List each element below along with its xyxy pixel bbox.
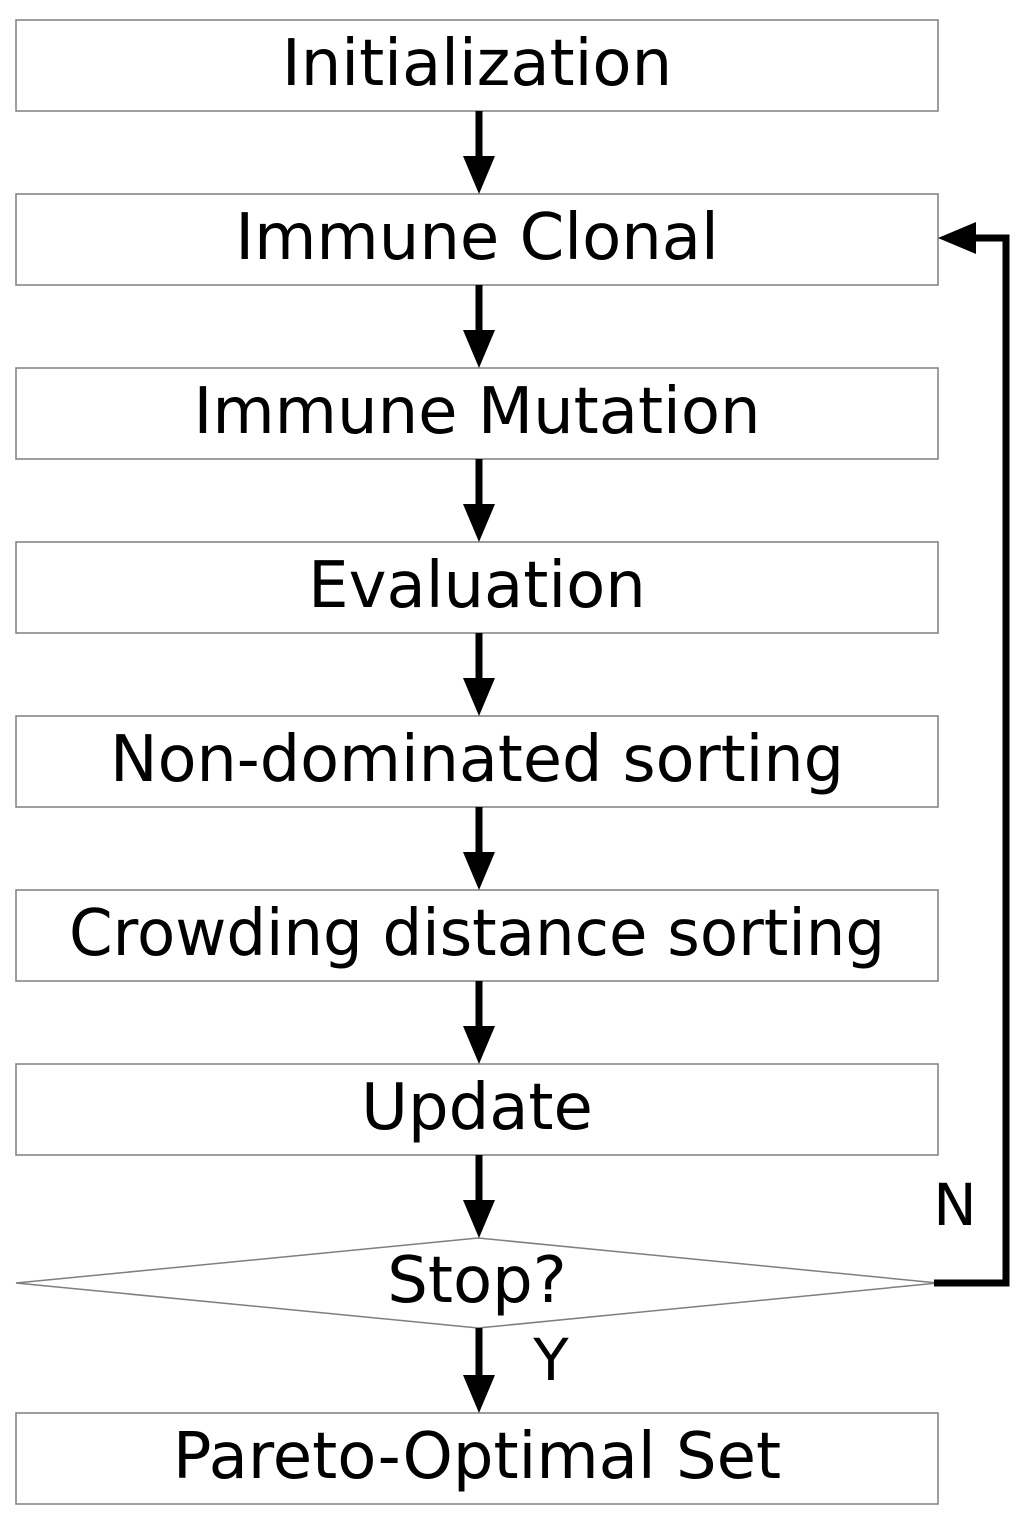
step-immune-mutation: Immune Mutation [15, 367, 939, 460]
arrow-down [463, 981, 495, 1064]
decision-stop: Stop? [15, 1237, 939, 1329]
step-label: Initialization [282, 27, 672, 101]
step-label: Immune Clonal [235, 201, 719, 275]
arrow-down [463, 1155, 495, 1238]
arrow-down [463, 111, 495, 194]
step-crowding-distance-sorting: Crowding distance sorting [15, 889, 939, 982]
arrow-down [463, 459, 495, 542]
yes-branch-label: Y [532, 1326, 569, 1394]
arrow-down [463, 285, 495, 368]
step-label: Evaluation [308, 549, 646, 623]
arrow-down [463, 633, 495, 716]
arrow-yes [463, 1328, 495, 1413]
step-immune-clonal: Immune Clonal [15, 193, 939, 286]
step-label: Crowding distance sorting [69, 897, 885, 971]
step-label: Non-dominated sorting [110, 723, 844, 797]
no-branch-label: N [933, 1171, 976, 1239]
arrow-no-loop [934, 222, 1010, 1287]
step-initialization: Initialization [15, 19, 939, 112]
step-label: Immune Mutation [193, 375, 760, 449]
step-evaluation: Evaluation [15, 541, 939, 634]
decision-label: Stop? [387, 1244, 566, 1318]
result-pareto-optimal-set: Pareto-Optimal Set [15, 1412, 939, 1505]
step-label: Update [361, 1071, 593, 1145]
result-label: Pareto-Optimal Set [173, 1420, 781, 1494]
step-non-dominated-sorting: Non-dominated sorting [15, 715, 939, 808]
step-update: Update [15, 1063, 939, 1156]
arrow-down [463, 807, 495, 890]
